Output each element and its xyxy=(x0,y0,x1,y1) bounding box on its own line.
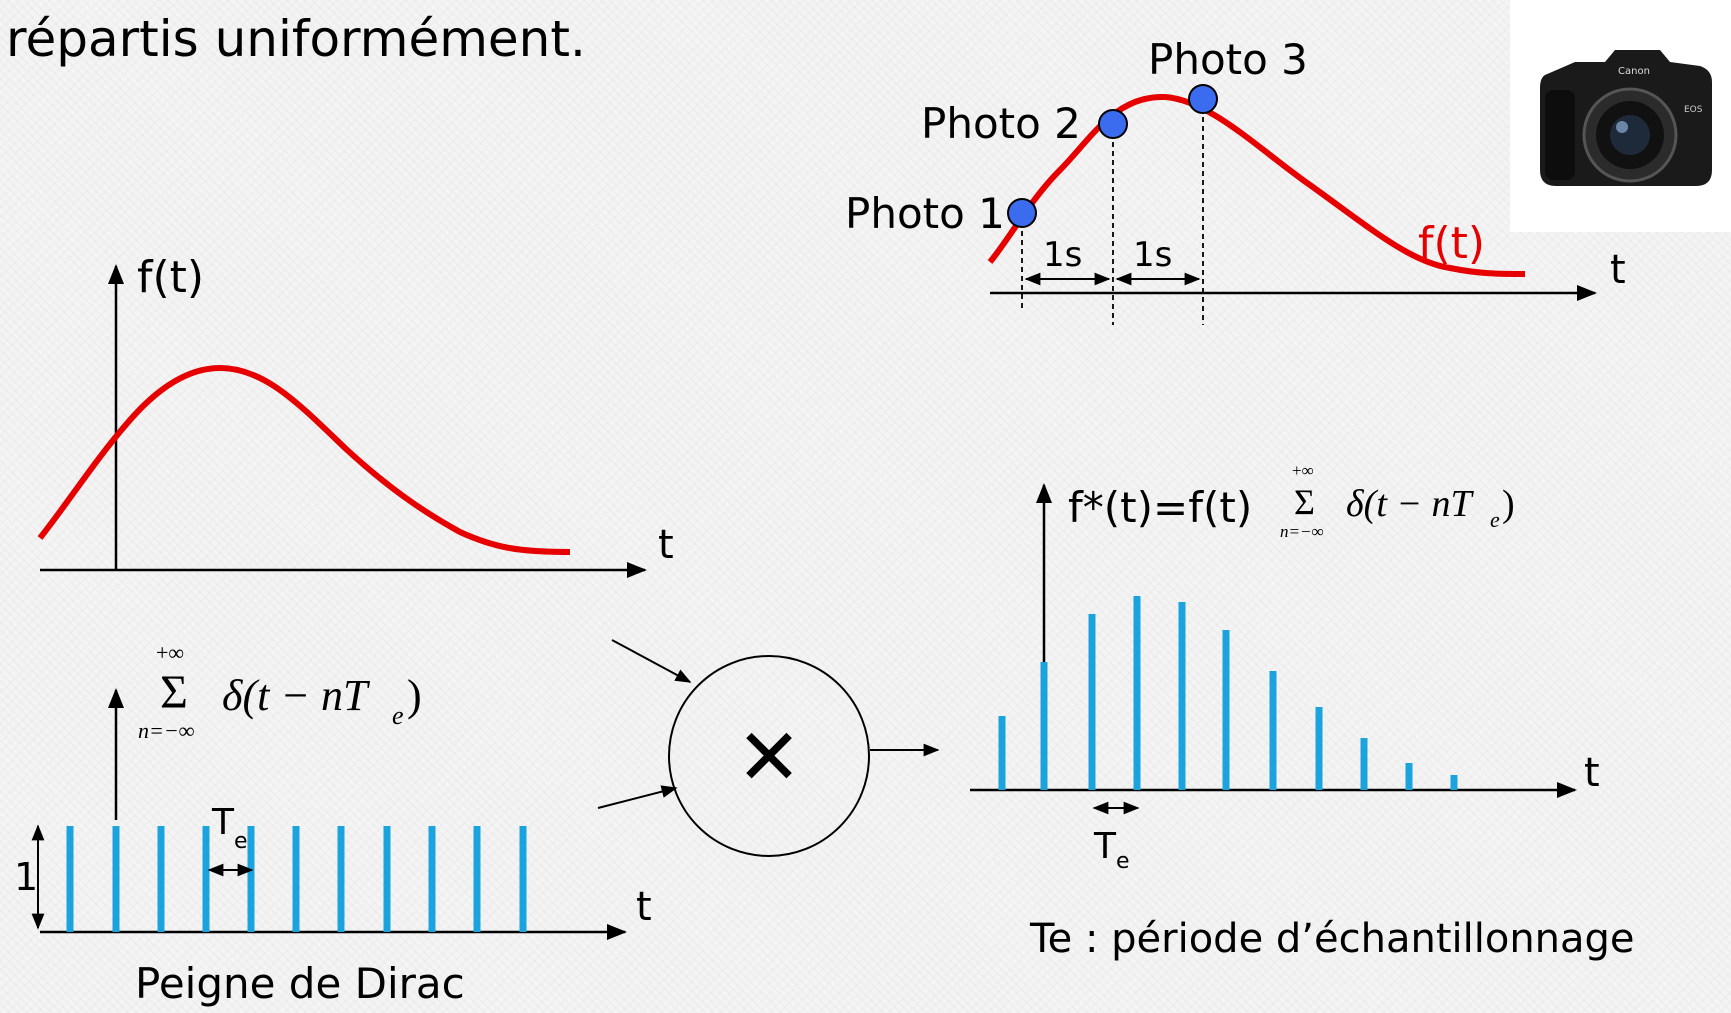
comb-impulse-11 xyxy=(520,826,527,932)
heading-fragment: répartis uniformément. xyxy=(6,10,586,68)
comb-impulse-7 xyxy=(338,826,345,932)
camera-brand: Canon xyxy=(1618,66,1650,77)
interval-label-2: 1s xyxy=(1133,235,1172,275)
camera-icon: Canon EOS xyxy=(1510,0,1731,232)
signal-plot: f(t) t xyxy=(40,252,674,570)
camera-model: EOS xyxy=(1684,105,1703,115)
comb-delta-sub: e xyxy=(392,701,404,730)
comb-caption: Peigne de Dirac xyxy=(135,959,465,1008)
multiplier-block: ✕ xyxy=(598,640,938,856)
sampled-delta-sub: e xyxy=(1490,507,1500,532)
multiplier-symbol: ✕ xyxy=(736,713,801,803)
sampled-sum-upper: +∞ xyxy=(1292,461,1314,480)
comb-delta-expr: δ(t − nT xyxy=(222,671,371,720)
sampled-impulse-4 xyxy=(1134,596,1141,790)
sampled-formula-prefix: f*(t)=f(t) xyxy=(1068,483,1252,532)
sampled-impulse-7 xyxy=(1270,671,1277,790)
sample-point-3 xyxy=(1189,85,1217,113)
sampled-impulse-1 xyxy=(999,716,1006,790)
sampled-impulse-10 xyxy=(1406,763,1413,790)
sampled-impulse-5 xyxy=(1179,602,1186,790)
comb-impulse-1 xyxy=(67,826,74,932)
comb-formula: +∞ Σ n=−∞ δ(t − nT e ) xyxy=(138,640,422,743)
comb-period-sub: e xyxy=(234,829,248,854)
sampled-sum-symbol: Σ xyxy=(1294,482,1315,522)
comb-sum-upper: +∞ xyxy=(156,640,184,665)
comb-impulse-6 xyxy=(293,826,300,932)
curve-label: f(t) xyxy=(1418,218,1485,269)
dirac-comb-plot: 1 T e t Peigne de Dirac +∞ Σ n=−∞ δ(t − … xyxy=(14,640,652,1008)
comb-period-label: T xyxy=(211,802,235,843)
sampled-formula: f*(t)=f(t) +∞ Σ n=−∞ δ(t − nT e ) xyxy=(1068,461,1515,541)
comb-sum-symbol: Σ xyxy=(160,666,188,719)
interval-label-1: 1s xyxy=(1043,235,1082,275)
comb-impulse-3 xyxy=(158,826,165,932)
sampled-impulse-9 xyxy=(1361,738,1368,790)
camera-axis-label: t xyxy=(1610,247,1626,293)
sampled-period-label: T xyxy=(1093,826,1117,867)
sample-point-1 xyxy=(1008,199,1036,227)
sampled-sum-lower: n=−∞ xyxy=(1280,522,1324,541)
sampled-period-sub: e xyxy=(1116,849,1130,874)
sampled-impulse-3 xyxy=(1089,614,1096,790)
sample-point-2 xyxy=(1099,110,1127,138)
input-arrow-top xyxy=(612,640,690,682)
comb-impulse-2 xyxy=(113,826,120,932)
sampled-caption: Te : période d’échantillonnage xyxy=(1029,916,1635,962)
comb-sum-lower: n=−∞ xyxy=(138,718,195,743)
sampled-signal-plot: T e t Te : période d’échantillonnage f*(… xyxy=(970,461,1635,962)
photo-label-1: Photo 1 xyxy=(845,189,1005,238)
sampled-impulse-6 xyxy=(1223,630,1230,790)
comb-impulse-9 xyxy=(429,826,436,932)
comb-impulses xyxy=(67,826,527,932)
input-arrow-bottom xyxy=(598,788,676,808)
comb-impulse-4 xyxy=(203,826,210,932)
comb-impulse-10 xyxy=(474,826,481,932)
comb-impulse-5 xyxy=(248,826,255,932)
signal-x-label: t xyxy=(658,522,674,568)
sampled-delta-close: ) xyxy=(1502,483,1515,525)
comb-x-label: t xyxy=(636,884,652,930)
comb-impulse-8 xyxy=(384,826,391,932)
sampled-impulse-8 xyxy=(1316,707,1323,790)
sampled-delta-expr: δ(t − nT xyxy=(1346,483,1475,525)
photo-label-2: Photo 2 xyxy=(921,99,1081,148)
camera-sampling-diagram: 1s 1s Photo 1 Photo 2 Photo 3 f(t) t Can… xyxy=(845,0,1731,325)
sampled-x-label: t xyxy=(1584,750,1600,796)
signal-curve xyxy=(40,368,570,552)
sampled-impulses xyxy=(999,596,1458,790)
signal-y-label: f(t) xyxy=(137,252,204,303)
sampled-impulse-11 xyxy=(1451,775,1458,790)
photo-label-3: Photo 3 xyxy=(1148,35,1308,84)
comb-delta-close: ) xyxy=(407,671,422,720)
sampled-impulse-2 xyxy=(1041,662,1048,790)
amplitude-label: 1 xyxy=(14,855,38,899)
